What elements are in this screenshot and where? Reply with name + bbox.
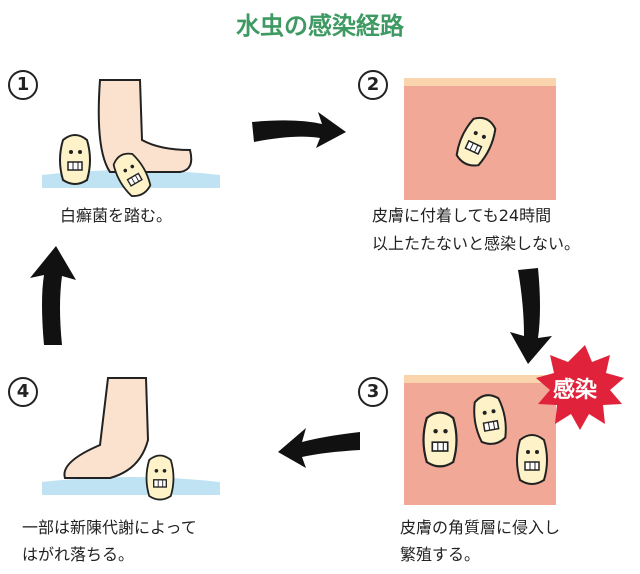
infection-badge-burst: [536, 345, 624, 430]
infection-badge: 感染: [553, 378, 598, 403]
diagram-title: 水虫の感染経路: [236, 12, 404, 40]
step2-text-line2: 以上たたないと感染しない。: [372, 234, 581, 253]
step2-illustration: [404, 78, 556, 200]
step-number-4: 4: [8, 377, 38, 407]
step2-text-line1: 皮膚に付着しても24時間: [372, 206, 552, 225]
step-number-3: 3: [358, 377, 388, 407]
step3-illustration: [404, 375, 556, 505]
step1-text: 白癬菌を踏む。: [60, 206, 173, 225]
arrow-right: [252, 112, 346, 148]
step3-text-line2: 繁殖する。: [400, 545, 481, 564]
step3-text-line1: 皮膚の角質層に侵入し: [400, 518, 561, 537]
step4-text-line1: 一部は新陳代謝によって: [22, 518, 197, 537]
arrow-up: [30, 246, 76, 345]
step-number-2: 2: [358, 70, 388, 100]
arrow-down: [510, 268, 552, 364]
step1-illustration: [42, 79, 220, 202]
step4-text-line2: はがれ落ちる。: [22, 545, 135, 564]
step4-illustration: [42, 377, 220, 501]
step-number-1: 1: [8, 70, 38, 100]
arrow-left: [278, 428, 360, 468]
